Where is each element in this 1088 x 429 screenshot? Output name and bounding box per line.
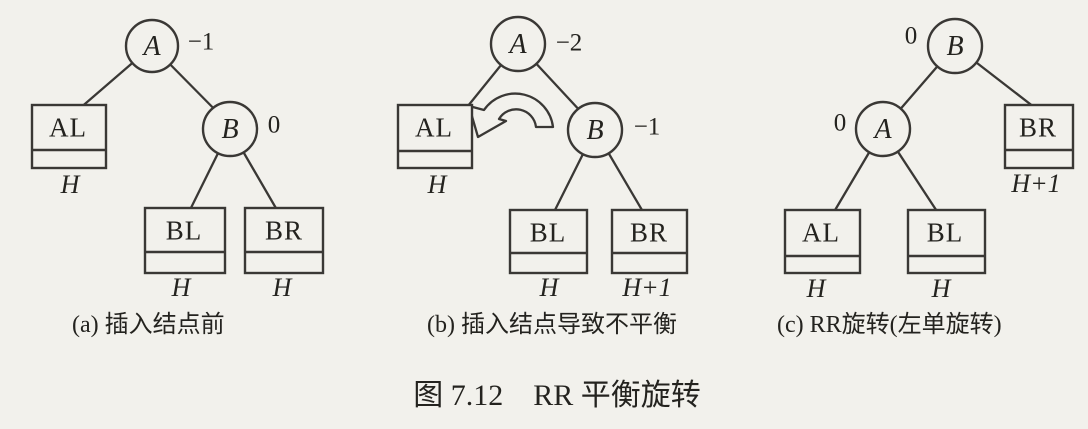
node-circle-a-A — [124, 18, 180, 74]
node-label-a-A: A — [143, 31, 161, 62]
subtree-box-c-BR — [1003, 103, 1075, 170]
node-label-b-B: B — [586, 115, 604, 146]
height-label-a-AL: H — [60, 170, 80, 199]
balance-factor-a-B: 0 — [267, 111, 281, 139]
subtree-box-a-AL — [30, 103, 108, 170]
balance-factor-b-A: −2 — [555, 29, 583, 57]
height-label-a-BR: H — [272, 273, 292, 302]
node-circle-c-A — [854, 100, 912, 158]
node-circle-c-B — [926, 17, 984, 75]
subtree-box-c-BL — [906, 208, 987, 275]
box-label-b-BR: BR — [629, 217, 669, 248]
box-label-c-BL: BL — [926, 217, 964, 248]
node-label-c-B: B — [946, 31, 964, 62]
panel-caption-c: (c) RR旋转(左单旋转) — [777, 312, 1002, 338]
height-label-b-AL: H — [427, 170, 447, 199]
balance-factor-c-B: 0 — [904, 22, 918, 50]
subtree-box-b-BL — [508, 208, 589, 275]
rotation-arrow-icon — [467, 92, 555, 139]
panel-caption-a: (a) 插入结点前 — [72, 312, 225, 338]
box-label-b-BL: BL — [529, 217, 567, 248]
height-label-c-AL: H — [806, 274, 826, 303]
height-label-c-BL: H — [931, 274, 951, 303]
figure-caption: 图 7.12 RR 平衡旋转 — [413, 379, 701, 412]
node-circle-b-A — [489, 15, 547, 73]
box-label-a-BL: BL — [165, 215, 203, 246]
node-label-c-A: A — [874, 114, 892, 145]
box-label-a-BR: BR — [264, 215, 304, 246]
node-label-b-A: A — [509, 29, 527, 60]
box-label-b-AL: AL — [415, 112, 453, 143]
height-label-b-BR: H+1 — [622, 273, 672, 302]
height-label-b-BL: H — [539, 273, 559, 302]
node-circle-b-B — [566, 101, 624, 159]
box-label-c-AL: AL — [802, 217, 840, 248]
box-label-a-AL: AL — [49, 112, 87, 143]
tree-nodes — [30, 15, 1075, 275]
height-label-a-BL: H — [171, 273, 191, 302]
node-label-a-B: B — [221, 114, 239, 145]
panel-caption-b: (b) 插入结点导致不平衡 — [427, 312, 677, 338]
subtree-box-c-AL — [783, 208, 862, 275]
balance-factor-c-A: 0 — [833, 109, 847, 137]
height-label-c-BR: H+1 — [1011, 169, 1061, 198]
subtree-box-a-BL — [143, 206, 227, 275]
subtree-box-a-BR — [243, 206, 325, 275]
balance-factor-b-B: −1 — [633, 113, 661, 141]
node-circle-a-B — [201, 100, 259, 158]
subtree-box-b-AL — [396, 103, 474, 170]
subtree-box-b-BR — [610, 208, 689, 275]
box-label-c-BR: BR — [1018, 112, 1058, 143]
balance-factor-a-A: −1 — [187, 28, 215, 56]
